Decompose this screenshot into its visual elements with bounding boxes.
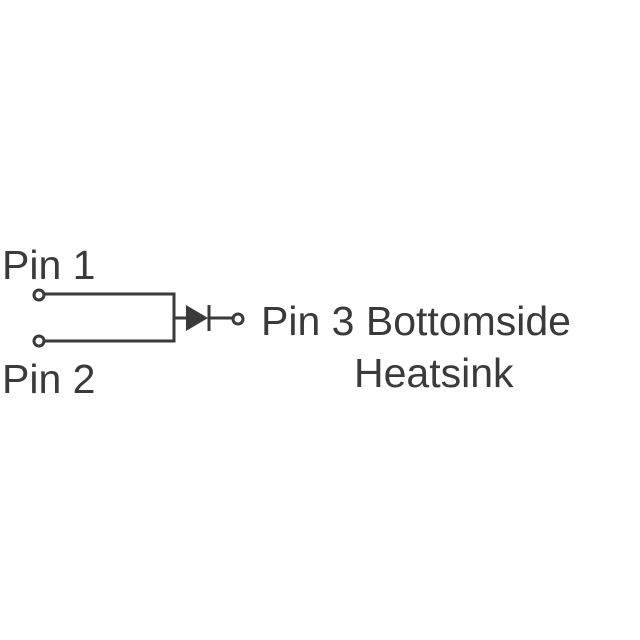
pin1-label: Pin 1 xyxy=(2,242,96,288)
pin1-terminal xyxy=(32,288,46,302)
diode-triangle xyxy=(186,305,208,331)
pin2-terminal xyxy=(32,334,46,348)
pin1-wire xyxy=(44,292,176,318)
pin3-heatsink-label: Heatsink xyxy=(354,350,514,396)
pin2-wire xyxy=(44,318,176,343)
pin3-terminal xyxy=(231,312,245,326)
pin2-label: Pin 2 xyxy=(2,356,96,402)
pin3-label: Pin 3 Bottomside xyxy=(261,298,571,344)
